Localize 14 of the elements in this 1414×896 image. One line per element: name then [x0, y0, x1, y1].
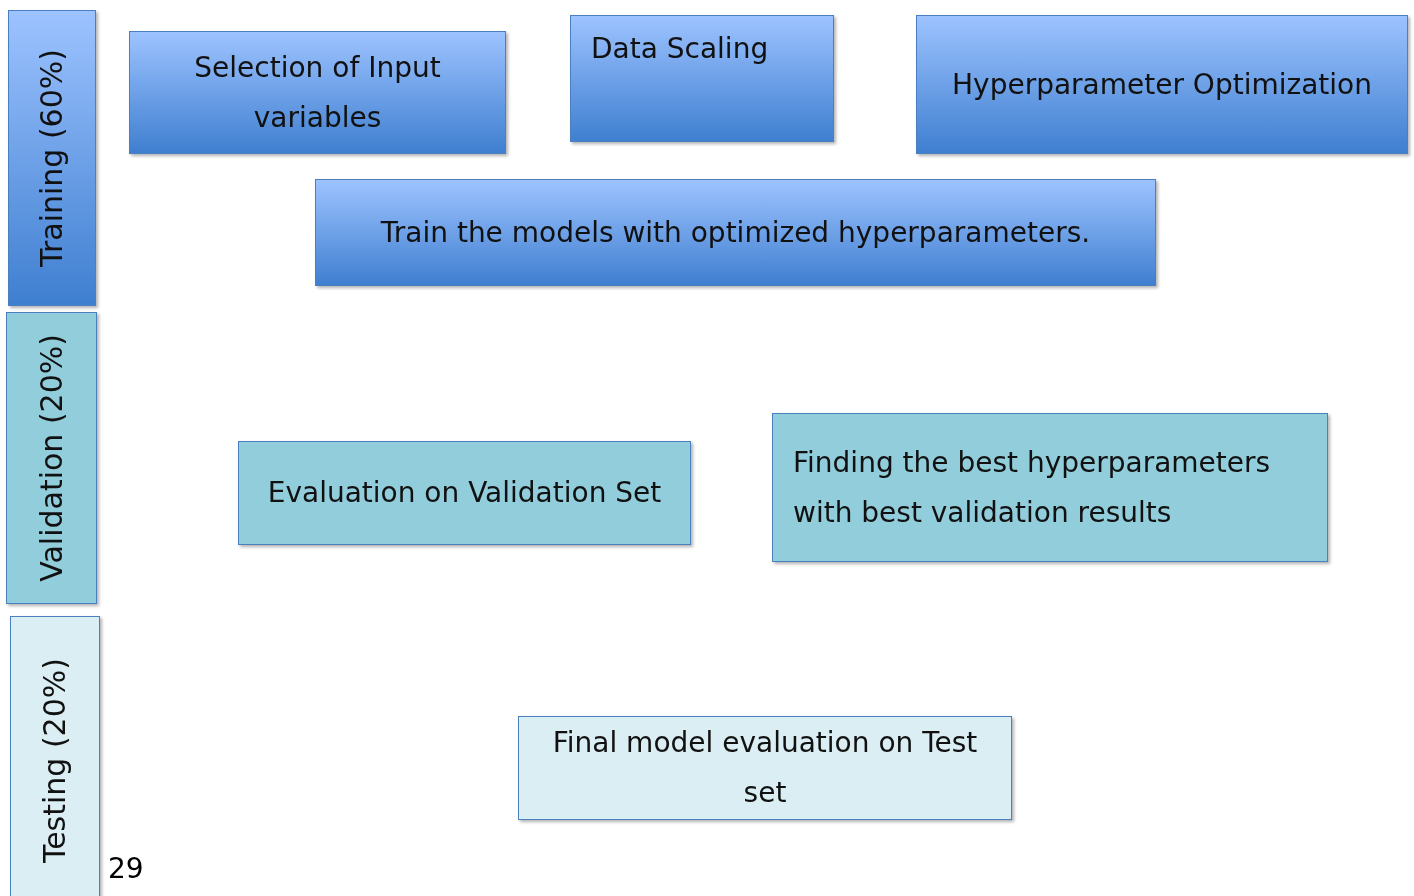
testing-band [10, 616, 100, 896]
band-label: Training (60%) [33, 49, 70, 267]
validation-band [6, 312, 97, 604]
process-box: Data Scaling [570, 15, 834, 142]
process-box: Final model evaluation on Test set [518, 716, 1012, 820]
process-box: Train the models with optimized hyperparameters. [315, 179, 1156, 286]
process-box: Finding the best hyperparameters with best validation results [772, 413, 1328, 562]
page-number: 29 [108, 852, 144, 885]
process-box: Hyperparameter Optimization [916, 15, 1408, 154]
band-label: Validation (20%) [32, 334, 70, 582]
band-label: Testing (20%) [36, 658, 73, 864]
process-box: Evaluation on Validation Set [238, 441, 691, 545]
process-box: Selection of Input variables [129, 31, 506, 154]
training-band [8, 10, 96, 306]
